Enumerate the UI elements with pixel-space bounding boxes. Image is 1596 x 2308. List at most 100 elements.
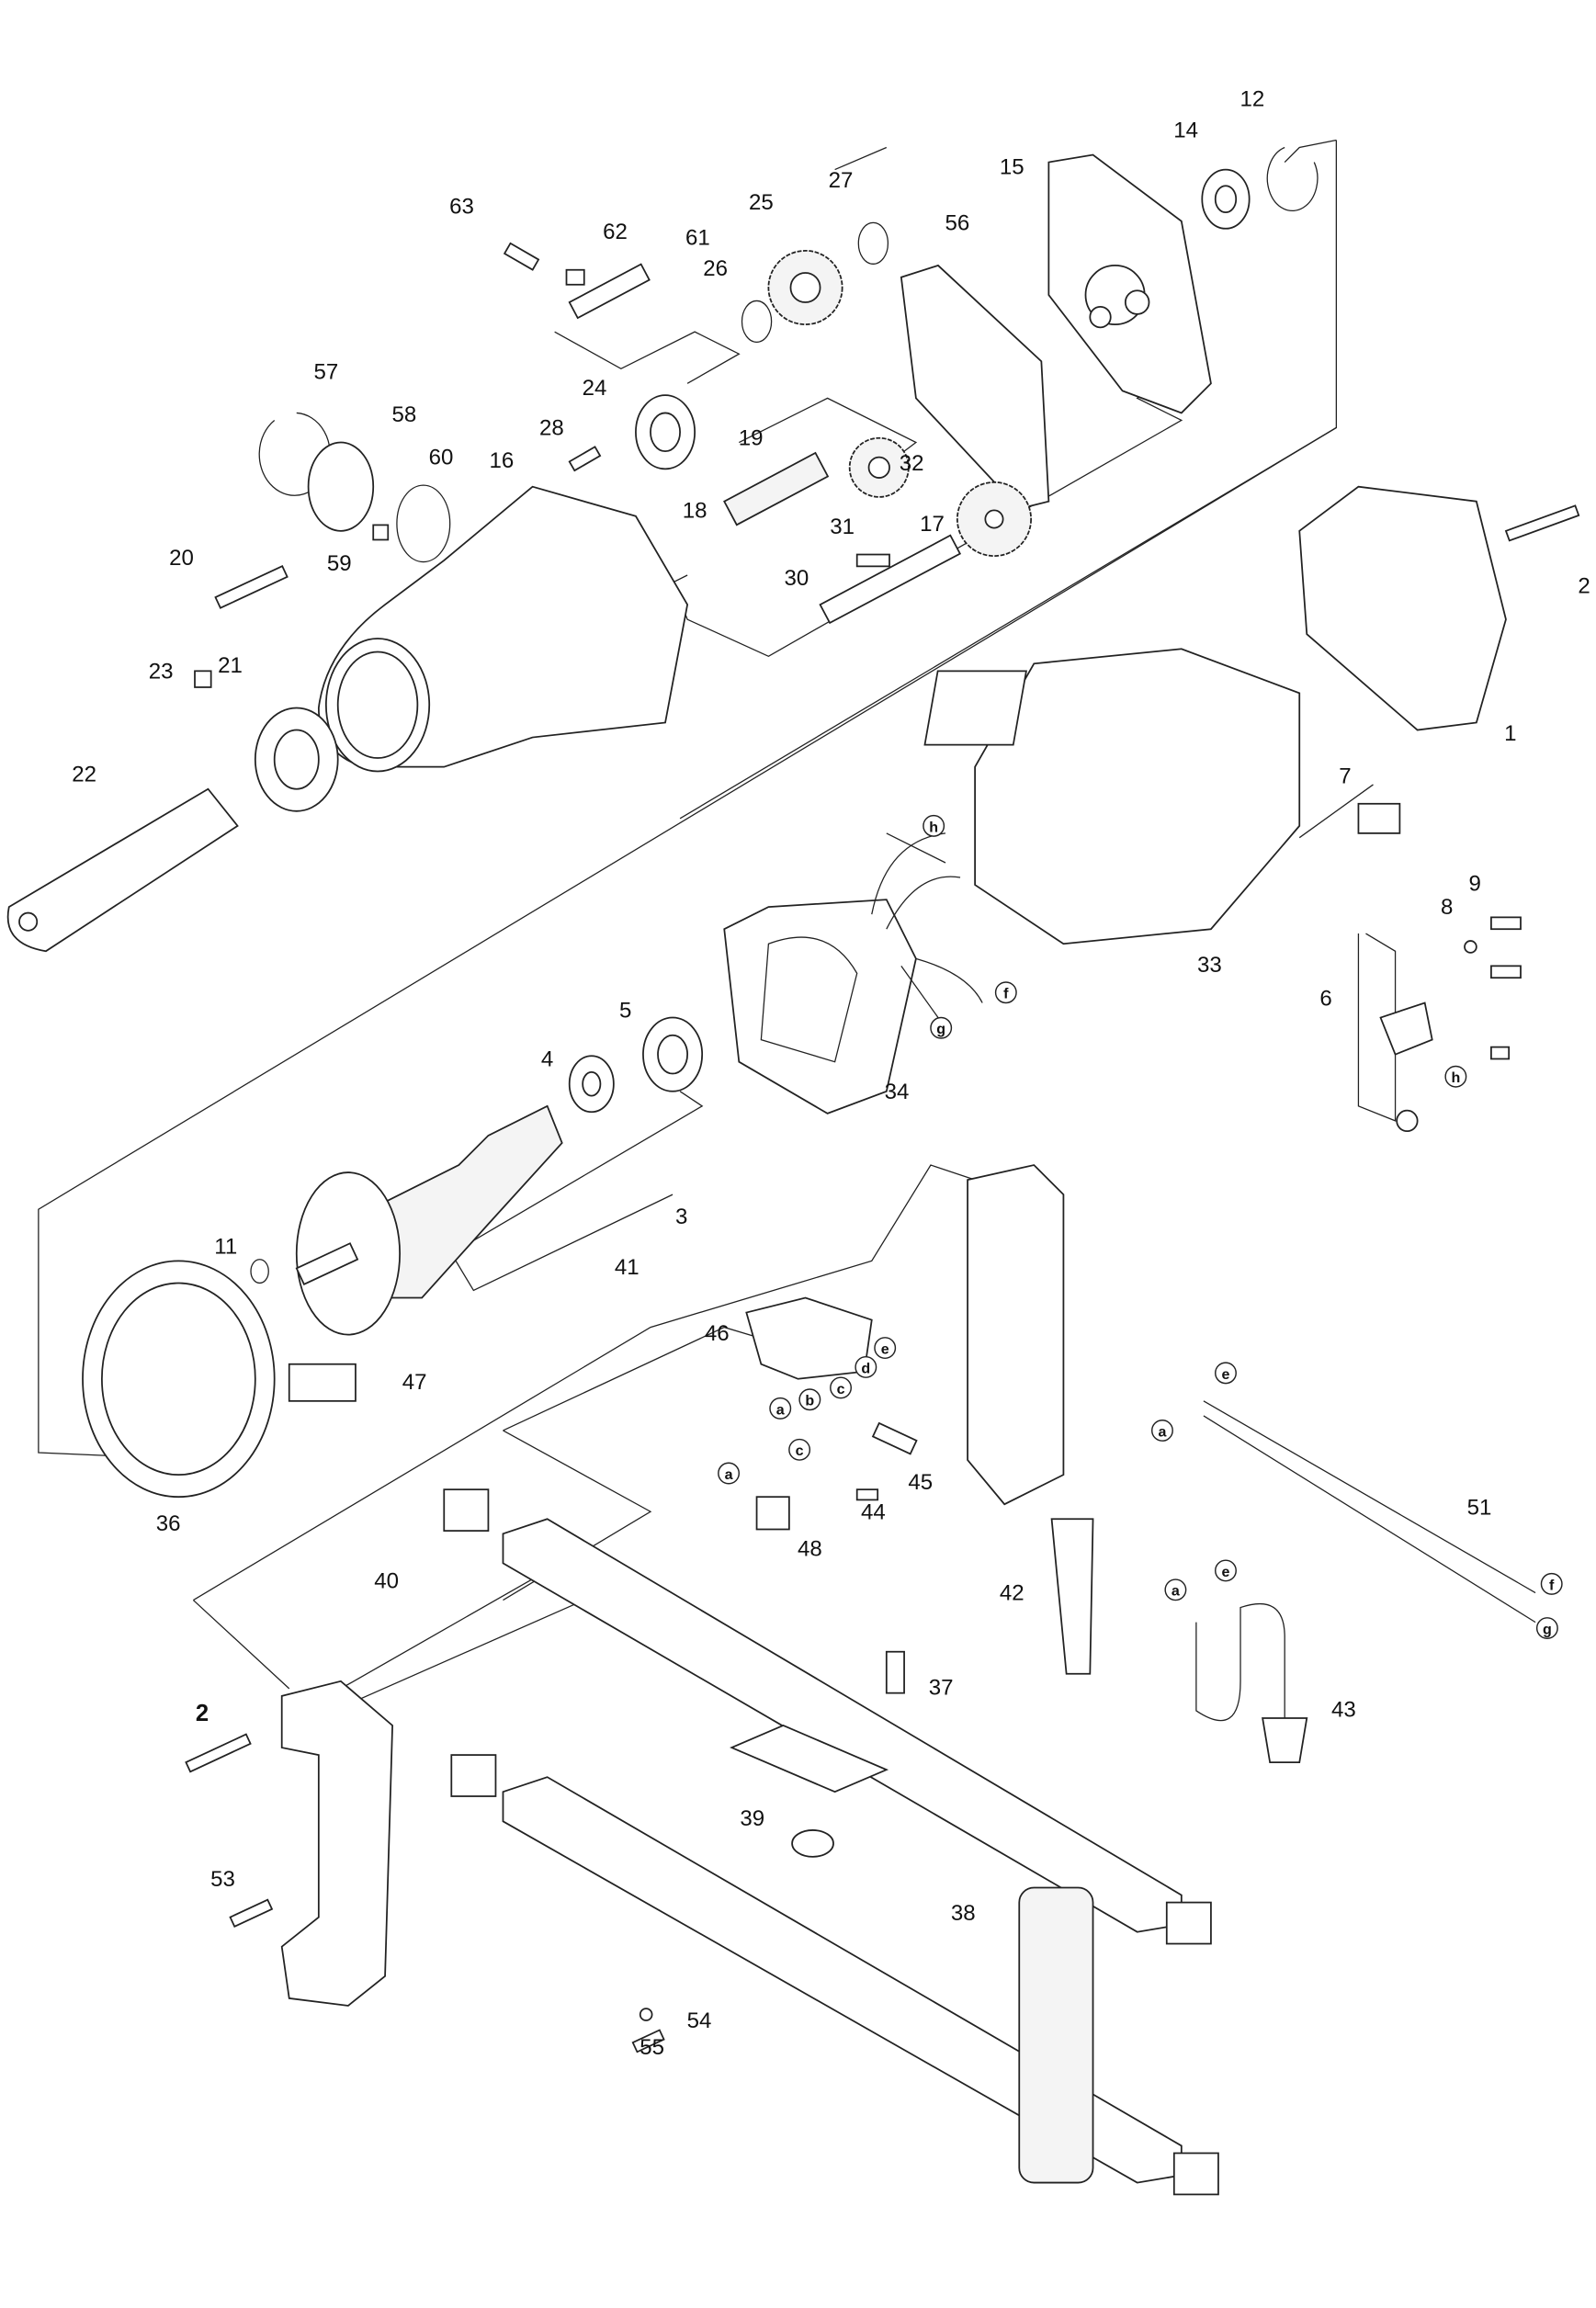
- label-part: 47: [402, 1370, 427, 1395]
- strain-relief-42: [1050, 1518, 1094, 1675]
- label-part: 63: [449, 195, 474, 220]
- marker-a: a: [1164, 1578, 1187, 1601]
- part-labels: 1 2 3 4 5 6 7 8 9 11 12 14 15 16 17 18 1…: [72, 87, 1590, 2060]
- marker-f: f: [994, 981, 1017, 1004]
- svg-text:c: c: [837, 1381, 845, 1397]
- label-part: 44: [861, 1499, 886, 1524]
- label-part: 45: [908, 1470, 933, 1495]
- screw-44: [855, 1488, 879, 1501]
- label-part: 27: [829, 168, 854, 193]
- marker-c: c: [788, 1438, 811, 1461]
- retaining-ring-12: [1266, 146, 1319, 212]
- label-part: 12: [1239, 87, 1264, 112]
- ring-27: [857, 221, 889, 265]
- label-part: 31: [830, 515, 855, 539]
- screw-2: [1504, 504, 1580, 542]
- label-part: 57: [313, 360, 338, 385]
- washer-26: [741, 300, 773, 344]
- svg-text:e: e: [1222, 1564, 1230, 1580]
- label-part: 36: [156, 1511, 181, 1536]
- wire-connection-markers: h f g h e d c b a c a e a f g a e: [718, 814, 1563, 1640]
- marker-a: a: [1151, 1420, 1173, 1442]
- plug: [1262, 1717, 1308, 1763]
- label-part: 46: [705, 1321, 730, 1346]
- shaft-30: [819, 534, 962, 625]
- end-cap-40: [443, 1488, 490, 1532]
- washer-8: [1464, 940, 1477, 954]
- svg-text:d: d: [861, 1360, 870, 1376]
- housing-bore: [336, 651, 419, 759]
- label-part: 37: [929, 1675, 954, 1700]
- label-part: 30: [785, 566, 809, 591]
- label-part: 22: [72, 763, 96, 787]
- svg-text:f: f: [1549, 1577, 1555, 1593]
- label-part: 15: [1000, 154, 1024, 179]
- pin-59: [372, 524, 390, 541]
- label-part: 28: [539, 416, 564, 441]
- screw-9: [1490, 916, 1522, 931]
- marker-h: h: [1444, 1065, 1467, 1088]
- marker-h: h: [923, 814, 945, 837]
- gasket: [900, 264, 1050, 510]
- plate-58: [307, 441, 375, 532]
- end-cap: [1165, 1901, 1212, 1945]
- screw-55: [631, 2029, 665, 2053]
- label-part: 41: [615, 1255, 640, 1280]
- label-part: 4: [541, 1047, 553, 1071]
- marker-f: f: [1540, 1572, 1563, 1595]
- washer-54: [639, 2008, 653, 2021]
- svg-text:c: c: [796, 1442, 804, 1459]
- marker-a: a: [718, 1462, 741, 1485]
- label-part: 54: [687, 2008, 712, 2033]
- grommet-39: [791, 1829, 834, 1858]
- screw-2-bold: [185, 1733, 252, 1773]
- label-part: 6: [1319, 987, 1331, 1012]
- bolt-37: [885, 1650, 905, 1694]
- label-part: 48: [798, 1536, 822, 1561]
- screw-20: [214, 564, 289, 609]
- label-part: 7: [1339, 764, 1351, 788]
- label-part: 39: [740, 1806, 764, 1831]
- key-23: [194, 670, 212, 688]
- label-part: 5: [619, 999, 631, 1024]
- marker-e: e: [1215, 1559, 1237, 1582]
- label-part: 21: [218, 653, 243, 678]
- label-part: 9: [1469, 871, 1481, 896]
- svg-text:h: h: [929, 819, 938, 835]
- label-part: 62: [603, 220, 628, 244]
- pinion-shaft-18: [723, 451, 830, 526]
- field-coil: [723, 899, 917, 1114]
- label-part: 1: [1504, 721, 1516, 746]
- ring-11: [250, 1259, 269, 1284]
- label-part: 8: [1441, 895, 1453, 920]
- label-part: 14: [1173, 118, 1198, 142]
- handle-grip: [967, 1164, 1065, 1506]
- pin-28: [568, 446, 602, 472]
- screw-53: [229, 1898, 274, 1929]
- screw-63: [503, 242, 540, 271]
- svg-text:g: g: [936, 1021, 945, 1037]
- pin-62: [565, 268, 585, 286]
- svg-text:a: a: [776, 1401, 786, 1418]
- svg-text:f: f: [1003, 986, 1009, 1002]
- label-part: 3: [675, 1205, 687, 1229]
- plate: [730, 1725, 889, 1793]
- label-part: 18: [683, 498, 707, 523]
- motor-housing: [974, 648, 1301, 945]
- o-ring-60: [396, 484, 451, 563]
- end-cap: [450, 1754, 497, 1797]
- label-part: 26: [703, 256, 728, 281]
- svg-text:a: a: [1172, 1583, 1181, 1600]
- label-part: 38: [951, 1901, 976, 1926]
- label-part: 33: [1197, 953, 1222, 978]
- label-part: 19: [739, 426, 764, 451]
- label-part: 16: [489, 448, 514, 473]
- marker-e: e: [1215, 1362, 1237, 1385]
- label-part: 60: [429, 446, 454, 470]
- insulator-47: [288, 1363, 357, 1402]
- marker-a: a: [769, 1397, 792, 1420]
- switch-46: [745, 1296, 873, 1380]
- label-part: 58: [392, 402, 417, 427]
